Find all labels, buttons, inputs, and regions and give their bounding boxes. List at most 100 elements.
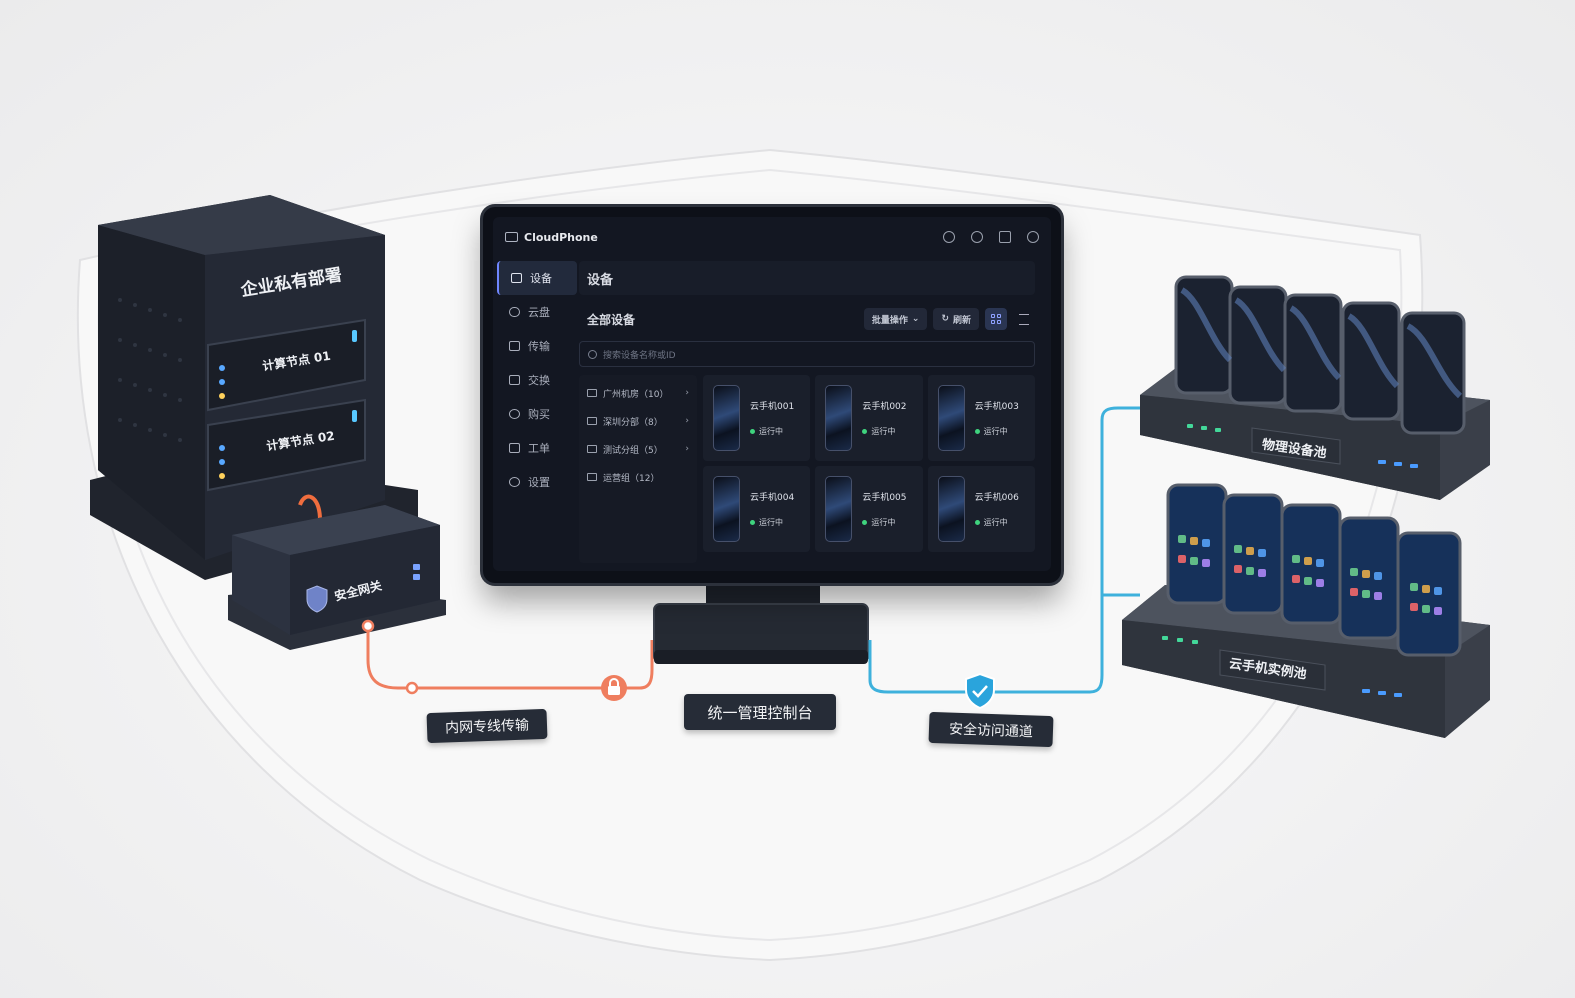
server-cabinet bbox=[90, 195, 418, 580]
device-card[interactable]: 云手机006 运行中 bbox=[927, 466, 1035, 552]
list-icon bbox=[1019, 313, 1029, 325]
shield-platform-inner bbox=[97, 168, 1403, 942]
app-logo: CloudPhone bbox=[505, 231, 598, 244]
console-label: 统一管理控制台 bbox=[684, 694, 836, 730]
intranet-link-line bbox=[366, 628, 654, 690]
grid-view-button[interactable] bbox=[985, 308, 1007, 330]
device-card[interactable]: 云手机005 运行中 bbox=[815, 466, 923, 552]
physical-phones bbox=[1174, 275, 1466, 435]
monitor-icon bbox=[511, 273, 522, 283]
app-window: CloudPhone 设备 云盘 传输 交换 购买 工单 设置 设备 bbox=[493, 217, 1051, 571]
secure-access-label: 安全访问通道 bbox=[928, 711, 1054, 748]
phone-thumbnail bbox=[825, 476, 853, 542]
chevron-right-icon: › bbox=[685, 416, 689, 426]
sidebar-item-settings[interactable]: 设置 bbox=[497, 465, 577, 499]
sidebar-item-devices[interactable]: 设备 bbox=[497, 261, 577, 295]
secure-access-line bbox=[868, 406, 1140, 694]
cloud-phones bbox=[1166, 483, 1462, 657]
security-gateway bbox=[228, 505, 446, 650]
account-icon[interactable] bbox=[1027, 231, 1039, 243]
chevron-right-icon: › bbox=[685, 444, 689, 454]
device-card[interactable]: 云手机004 运行中 bbox=[703, 466, 811, 552]
status-dot bbox=[750, 520, 755, 525]
group-item[interactable]: 广州机房（10）› bbox=[579, 379, 697, 407]
compute-node-01 bbox=[207, 318, 366, 412]
batch-actions-button[interactable]: 批量操作⌄ bbox=[863, 308, 928, 330]
shield-check-icon bbox=[965, 672, 995, 710]
device-card[interactable]: 云手机001 运行中 bbox=[703, 375, 811, 461]
monitor: CloudPhone 设备 云盘 传输 交换 购买 工单 设置 设备 bbox=[483, 207, 1061, 583]
refresh-button[interactable]: ↻刷新 bbox=[933, 308, 979, 330]
sidebar-item-tickets[interactable]: 工单 bbox=[497, 431, 577, 465]
shop-icon bbox=[509, 409, 520, 419]
lock-icon bbox=[601, 675, 627, 701]
device-name: 云手机004 bbox=[750, 493, 795, 503]
status-dot bbox=[974, 520, 980, 525]
status-badge: 运行中 bbox=[750, 517, 794, 528]
app-topbar: CloudPhone bbox=[493, 217, 1051, 257]
status-badge: 运行中 bbox=[750, 426, 794, 437]
list-view-button[interactable] bbox=[1013, 308, 1035, 330]
sidebar-item-transfer[interactable]: 传输 bbox=[497, 329, 577, 363]
cart-icon bbox=[509, 375, 520, 385]
sidebar-item-cloud-disk[interactable]: 云盘 bbox=[497, 295, 577, 329]
page-title: 设备 bbox=[579, 261, 1035, 295]
main-panel: 设备 全部设备 批量操作⌄ ↻刷新 搜索设备名称或ID 广州机房（10）› bbox=[579, 261, 1035, 563]
status-badge: 运行中 bbox=[862, 517, 906, 528]
folder-icon bbox=[587, 389, 597, 397]
device-name: 云手机005 bbox=[862, 493, 907, 503]
device-name: 云手机002 bbox=[862, 402, 907, 412]
group-item[interactable]: 深圳分部（8）› bbox=[579, 407, 697, 435]
orange-cable bbox=[298, 494, 322, 521]
status-badge: 运行中 bbox=[862, 426, 906, 437]
gear-icon bbox=[509, 477, 520, 487]
status-badge: 运行中 bbox=[974, 426, 1019, 437]
device-card[interactable]: 云手机003 运行中 bbox=[927, 375, 1035, 461]
search-placeholder: 搜索设备名称或ID bbox=[603, 350, 676, 361]
grid-icon bbox=[991, 314, 1001, 324]
group-item[interactable]: 运营组（12） bbox=[579, 463, 697, 491]
message-icon[interactable] bbox=[999, 231, 1011, 243]
group-item[interactable]: 测试分组（5）› bbox=[579, 435, 697, 463]
phone-thumbnail bbox=[937, 385, 965, 451]
chevron-right-icon: › bbox=[685, 388, 689, 398]
ticket-icon bbox=[509, 443, 520, 453]
transfer-icon bbox=[509, 341, 520, 351]
intranet-link-label: 内网专线传输 bbox=[426, 708, 548, 744]
phone-thumbnail bbox=[825, 385, 853, 451]
device-name: 云手机001 bbox=[750, 402, 795, 412]
shield-icon bbox=[306, 585, 328, 613]
status-dot bbox=[862, 429, 868, 434]
chevron-down-icon: ⌄ bbox=[911, 314, 920, 324]
folder-icon bbox=[587, 473, 597, 481]
refresh-icon: ↻ bbox=[941, 314, 949, 324]
device-name: 云手机006 bbox=[974, 493, 1019, 503]
section-header: 全部设备 批量操作⌄ ↻刷新 bbox=[579, 305, 1035, 333]
device-name: 云手机003 bbox=[974, 402, 1019, 412]
search-icon bbox=[588, 349, 597, 359]
device-card[interactable]: 云手机002 运行中 bbox=[815, 375, 923, 461]
status-dot bbox=[974, 429, 980, 434]
folder-icon bbox=[587, 445, 597, 453]
app-title: CloudPhone bbox=[524, 230, 598, 244]
monitor-icon bbox=[505, 232, 518, 242]
status-dot bbox=[750, 429, 755, 434]
sidebar-item-exchange[interactable]: 交换 bbox=[497, 363, 577, 397]
phone-thumbnail bbox=[937, 476, 965, 542]
user-icon[interactable] bbox=[943, 231, 955, 243]
folder-icon bbox=[587, 417, 597, 425]
phone-thumbnail bbox=[713, 385, 740, 451]
sidebar-item-purchase[interactable]: 购买 bbox=[497, 397, 577, 431]
info-icon[interactable] bbox=[971, 231, 983, 243]
cloud-icon bbox=[509, 307, 520, 317]
compute-node-02 bbox=[207, 398, 366, 492]
device-content: 广州机房（10）› 深圳分部（8）› 测试分组（5）› 运营组（12） 云手机0… bbox=[579, 375, 1035, 563]
phone-thumbnail bbox=[713, 476, 740, 542]
status-dot bbox=[862, 520, 868, 525]
sidebar: 设备 云盘 传输 交换 购买 工单 设置 bbox=[497, 261, 577, 571]
search-input[interactable]: 搜索设备名称或ID bbox=[579, 341, 1035, 367]
status-badge: 运行中 bbox=[974, 517, 1019, 528]
